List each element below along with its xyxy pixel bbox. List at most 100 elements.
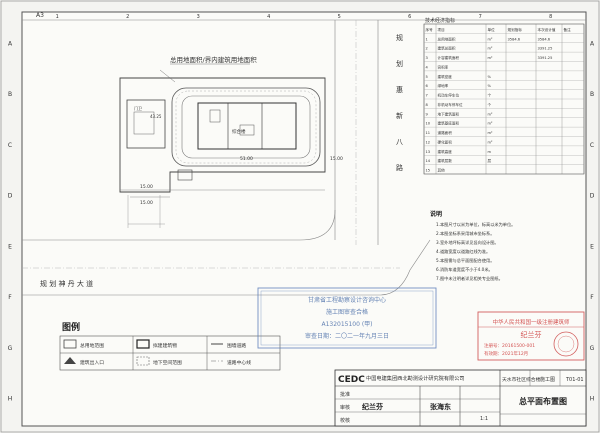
- building-label: 综合楼: [232, 128, 246, 135]
- ring-road: [171, 87, 321, 167]
- stage-label: 施工图: [540, 376, 555, 383]
- indicator-header: 本次设计值: [538, 27, 556, 32]
- site-boundary: [119, 77, 326, 193]
- indicator-cell: m²: [488, 47, 494, 51]
- road-label-south: 规 划 神 丹 大 道: [40, 279, 93, 288]
- legend-boundary-symbol: [63, 339, 77, 349]
- indicator-cell: 3391.25: [538, 47, 553, 51]
- indicator-cell: 15: [426, 169, 431, 173]
- review-stamp-line: 甘肃省工程勘察设计咨询中心: [308, 296, 386, 304]
- indicator-header: 序号: [426, 27, 434, 32]
- indicator-cell: 非机动车停车位: [438, 102, 464, 107]
- row-letter: C: [590, 142, 594, 149]
- legend-entrance-symbol: [64, 357, 76, 364]
- legend-label: 地下空间范围: [153, 359, 182, 366]
- indicator-cell: 计容建筑面积: [438, 55, 460, 60]
- dim-1: 15.00: [140, 184, 153, 190]
- indicator-cell: 6: [426, 84, 429, 88]
- indicator-cell: m²: [488, 131, 494, 135]
- indicator-cell: 5: [426, 75, 428, 79]
- indicator-cell: m²: [488, 56, 494, 60]
- indicator-cell: 3584.6: [538, 37, 551, 41]
- corner-label: A3: [36, 12, 44, 19]
- project-name: 天水市社区综合楼: [502, 376, 541, 383]
- indicator-cell: m: [488, 150, 492, 154]
- row-letter: H: [590, 396, 595, 403]
- main-building: [197, 102, 297, 150]
- note-line: 1.本图尺寸以米为单位，标高以米为单位。: [436, 221, 515, 228]
- site-plan-area: 规划惠新八路 规 划 神 丹 大 道 综合楼 门卫 总用地面积/界内建筑用地面积: [22, 20, 431, 296]
- column-label: 5: [338, 14, 341, 20]
- sign-name: 纪兰芬: [362, 402, 384, 411]
- indicator-cell: 建筑层数: [438, 158, 453, 163]
- round-seal-icon: [553, 331, 579, 357]
- legend-label: 建筑出入口: [80, 359, 104, 366]
- row-letter: G: [8, 345, 13, 352]
- indicator-cell: 总用地面积: [438, 36, 456, 41]
- row-letter: C: [8, 142, 12, 149]
- title-block: CEDC 中国电建集团西北勘测设计研究院有限公司 天水市社区综合楼 施工图 T0…: [334, 369, 587, 427]
- indicator-header: 备注: [564, 27, 572, 32]
- indicator-cell: 9: [426, 112, 429, 116]
- indicator-cell: 绿地率: [438, 83, 449, 88]
- indicator-cell: 4: [426, 65, 429, 69]
- indicator-cell: 3391.25: [538, 56, 553, 60]
- column-label: 6: [408, 14, 411, 20]
- row-letter: D: [590, 193, 595, 200]
- indicator-cell: 建筑高度: [438, 149, 453, 154]
- legend-label: 拟建建筑物: [153, 342, 177, 349]
- indicator-cell: 机动车停车位: [438, 93, 460, 98]
- indicator-cell: m²: [488, 140, 494, 144]
- red-stamp-line: 注册号：20161500-001: [484, 342, 535, 349]
- indicator-header: 单位: [488, 27, 496, 32]
- column-label: 7: [479, 14, 482, 20]
- row-letter: H: [8, 396, 13, 403]
- legend-label: 总用地范围: [80, 342, 104, 349]
- indicator-cell: 12: [426, 140, 431, 144]
- indicator-cell: 层: [488, 158, 492, 163]
- legend-title: 图例: [62, 321, 80, 333]
- registration-stamp: 中华人民共和国一级注册建筑师 纪兰芬 注册号：20161500-001有效期：2…: [477, 311, 585, 361]
- indicator-cell: 地下建筑面积: [438, 111, 460, 116]
- row-letter: F: [8, 294, 12, 301]
- sign-label: 审核: [340, 404, 350, 411]
- dim-4: 51.00: [240, 156, 253, 162]
- note-line: 2.本图坐标系采用城市坐标系。: [436, 230, 494, 237]
- review-stamp-line: A132015100 (甲): [321, 321, 372, 328]
- legend-label: 道路中心线: [227, 359, 251, 366]
- dim-3: 15.00: [140, 200, 153, 206]
- notes-block: 说明 1.本图尺寸以米为单位，标高以米为单位。2.本图坐标系采用城市坐标系。3.…: [430, 210, 515, 282]
- column-label: 2: [126, 14, 129, 20]
- indicator-cell: 7: [426, 94, 428, 98]
- red-stamp-title: 中华人民共和国一级注册建筑师: [492, 318, 570, 326]
- legend-building-symbol: [136, 339, 150, 349]
- small-label: 门卫: [134, 105, 142, 111]
- red-stamp-line: 有效期：2021年12月: [484, 350, 528, 357]
- column-label: 3: [197, 14, 200, 20]
- row-letter: F: [590, 294, 594, 301]
- sign-label: 校核: [340, 417, 350, 424]
- row-letter: A: [8, 40, 13, 47]
- column-label: 4: [267, 14, 270, 20]
- indicator-cell: 1: [426, 37, 428, 41]
- indicator-cell: 个: [488, 93, 492, 98]
- indicator-cell: m²: [488, 122, 494, 126]
- note-line: 5.本图需与总平面图配合使用。: [436, 257, 494, 264]
- west-annex: [126, 99, 166, 149]
- indicator-cell: 个: [488, 102, 492, 107]
- indicator-cell: 其他: [438, 168, 446, 173]
- indicator-header: 项目: [438, 27, 445, 32]
- indicator-cell: 建筑基底面积: [438, 121, 460, 126]
- indicator-title: 技术经济指标: [425, 17, 455, 24]
- note-line: 3.室外地坪标高详见竖向设计图。: [436, 239, 499, 246]
- row-letter: E: [590, 243, 594, 250]
- drawing-number: T01-01: [565, 377, 584, 383]
- indicator-cell: 3584.6: [508, 37, 521, 41]
- note-line: 6.消防车道宽度不小于4.0米。: [436, 266, 493, 273]
- note-line: 4.道路宽度以道路红线为准。: [436, 248, 490, 255]
- column-label: 1: [56, 14, 59, 20]
